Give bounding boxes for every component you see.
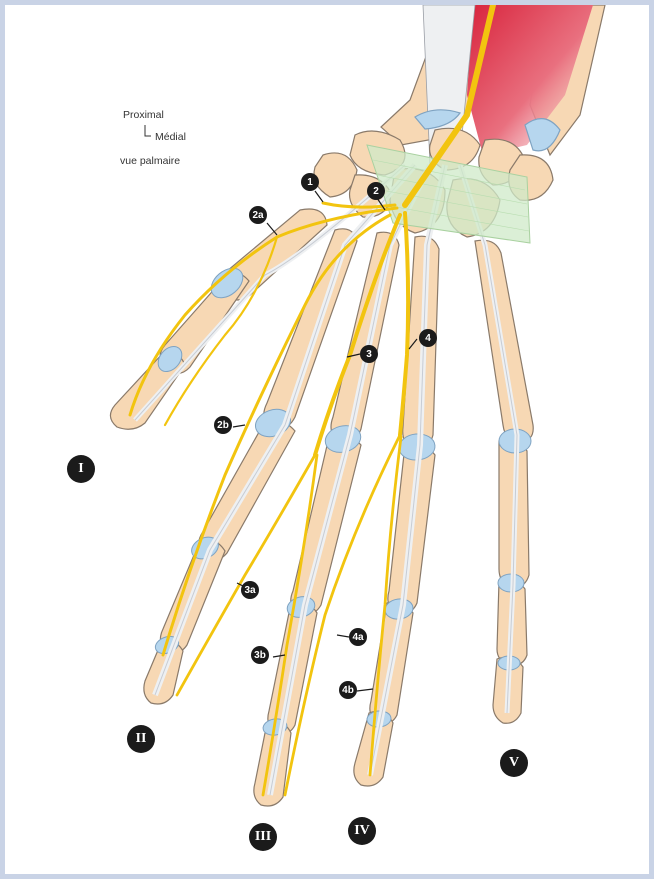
hand-illustration [109,5,606,807]
callout-2: 2 [367,182,385,200]
flexor-muscle [467,5,593,155]
thumb-mcp-joint [210,267,244,299]
finger-label-V: V [500,749,528,777]
callout-4b: 4b [339,681,357,699]
branch-4b [368,435,403,777]
finger-label-IV: IV [348,817,376,845]
retinaculum-fibers [372,159,530,232]
branch-3b [261,453,319,797]
branch-2a-medial [163,235,279,427]
carpal-cartilage [414,109,461,130]
forearm [380,5,606,166]
callout-leaders [232,190,418,692]
thumb-ip-joint [157,345,183,373]
callout-3a: 3a [241,581,259,599]
tendon-outline-index [154,164,416,696]
orientation-proximal: Proximal [123,109,164,121]
orientation-medial: Médial [155,131,186,143]
median-nerve-trunk [402,5,496,208]
callout-3b: 3b [251,646,269,664]
finger-label-III: III [249,823,277,851]
median-nerve [128,5,496,797]
finger-label-II: II [127,725,155,753]
ulnar-cartilage [524,118,561,152]
callout-4a: 4a [349,628,367,646]
branch-4a [283,433,402,797]
orientation-view: vue palmaire [120,155,181,167]
branch-2b [161,213,392,657]
finger-label-I: I [67,455,95,483]
callout-4: 4 [419,329,437,347]
branch-3 [313,213,402,457]
callout-2b: 2b [214,416,232,434]
flexor-retinaculum [366,144,531,244]
branch-1-recurrent [321,201,397,209]
callout-3: 3 [360,345,378,363]
callout-2a: 2a [249,206,267,224]
callout-1: 1 [301,173,319,191]
branch-4 [398,211,411,437]
little-metacarpal [474,239,534,444]
branch-2a [128,206,399,417]
finger-bones [109,208,534,807]
branch-3a [175,453,317,697]
